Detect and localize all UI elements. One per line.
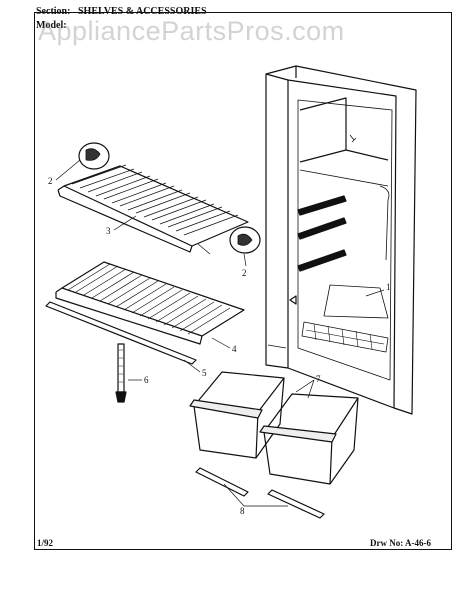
footer-drawing-number: Drw No: A-46-6 [370,538,431,548]
callout-6-support-post: 6 [144,375,149,385]
callout-8-trim-strips: 8 [240,506,245,516]
section-title: SHELVES & ACCESSORIES [78,6,207,17]
callout-3-upper-shelf: 3 [106,226,111,236]
shelf-supports [289,195,347,305]
callout-1-cabinet-liner: 1 [386,282,391,292]
model-label: Model: [36,20,67,31]
shelf-support-post [115,343,127,403]
section-label: Section: [36,6,71,17]
leader-lines [55,159,385,507]
callout-7-crisper-pans: 7 [316,374,321,384]
callout-2-left-clip: 2 [48,176,53,186]
callout-2-right-clip: 2 [242,268,247,278]
watermark: AppliancePartsPros.com [38,16,345,46]
lower-shelf [55,261,245,345]
callout-4-lower-shelf: 4 [232,344,237,354]
callout-labels: 1 2 2 3 4 5 6 7 8 [48,176,391,516]
crisper-trim-strips [195,467,325,519]
callout-5-rail-trim: 5 [202,368,207,378]
refrigerator-cabinet [265,65,417,415]
crisper-pans [189,371,359,485]
diagram-border [34,12,452,550]
upper-wire-shelf [57,164,249,253]
shelf-rail-trim [45,301,197,365]
footer-date: 1/92 [37,538,54,548]
shelf-stop-clips [78,142,261,254]
